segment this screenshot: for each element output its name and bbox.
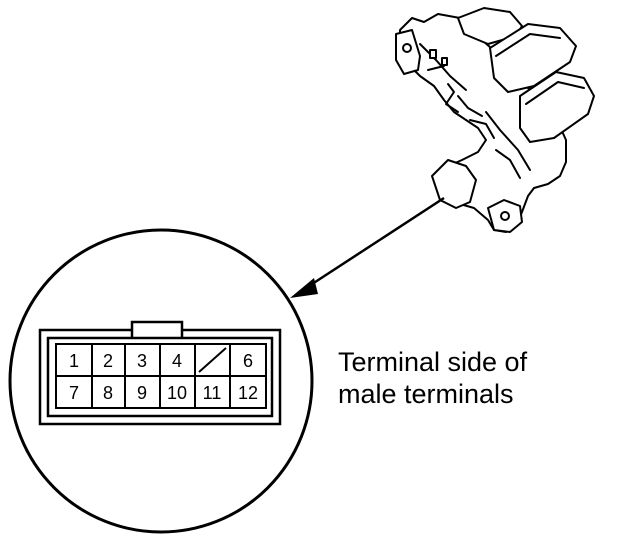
arrowhead [290, 278, 318, 298]
terminal-number: 3 [137, 351, 147, 371]
leader-arrow [290, 196, 445, 298]
mount-hole-left [402, 43, 412, 53]
caption: Terminal side of male terminals [338, 347, 528, 409]
switch-connector-housing [431, 159, 477, 209]
magnifier-circle [8, 228, 314, 534]
terminal-number: 6 [243, 351, 253, 371]
switch-assembly [395, 7, 595, 233]
terminal-number: 8 [103, 383, 113, 403]
terminal-number: 4 [172, 351, 182, 371]
blank-cavity-slash [198, 347, 227, 373]
switch-button-lower [519, 71, 595, 143]
mount-hole-bottom [500, 211, 510, 221]
terminal-number: 1 [69, 351, 79, 371]
terminal-row-1: 1 2 3 4 6 [69, 351, 253, 371]
connector-lock-tab [130, 320, 184, 338]
terminal-row-2: 7 8 9 10 11 12 [69, 383, 258, 403]
terminal-number: 11 [203, 383, 222, 403]
connector-face [38, 320, 282, 426]
terminal-number: 9 [137, 383, 147, 403]
terminal-number: 2 [103, 351, 113, 371]
terminal-number: 10 [167, 383, 187, 403]
caption-line-1: Terminal side of [338, 347, 528, 377]
terminal-number: 12 [238, 383, 258, 403]
caption-line-2: male terminals [338, 379, 514, 409]
switch-button-middle [489, 23, 577, 93]
terminal-number: 7 [69, 383, 79, 403]
